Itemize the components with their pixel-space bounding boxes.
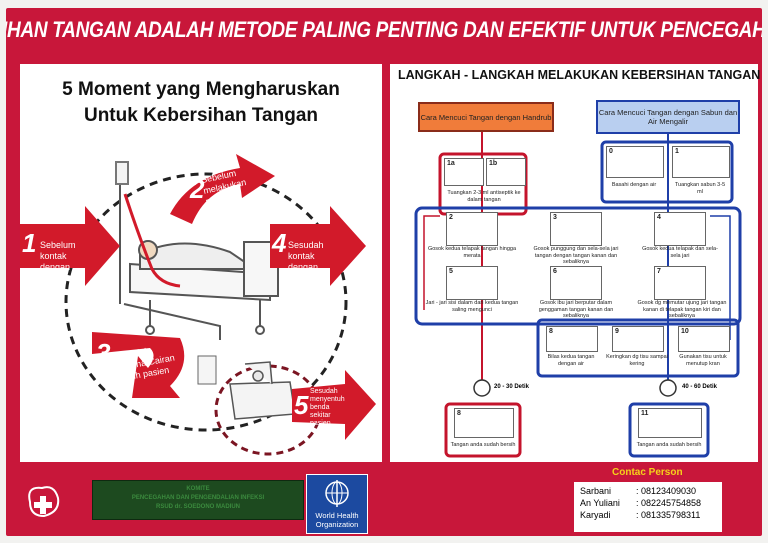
step-10-caption: Gunakan tisu untuk menutup kran (679, 354, 727, 367)
moment-5-number: 5 (294, 390, 309, 420)
footer: KOMITE PENCEGAHAN DAN PENGENDALIAN INFEK… (6, 468, 762, 536)
contact-row: Karyadi: 081335798311 (580, 510, 701, 520)
step-2-caption: Gosok kedua telapak tangan hingga merata (427, 246, 517, 259)
poster: KEBERSIHAN TANGAN ADALAH METODE PALING P… (6, 8, 762, 536)
moment-1-text: Sebelum kontak dengan pasien (40, 240, 76, 283)
banner-title: KEBERSIHAN TANGAN ADALAH METODE PALING P… (6, 18, 762, 43)
handwash-steps-panel: LANGKAH - LANGKAH MELAKUKAN KEBERSIHAN T… (390, 64, 761, 462)
moment-5-text: Sesudah menyentuh benda sekitar pasien (310, 388, 345, 427)
hospital-bed-icon (115, 161, 279, 340)
who-line-2: Organization (315, 520, 359, 529)
moment-4-number: 4 (272, 228, 287, 258)
final-step-left: 8 (454, 408, 514, 438)
moment-2-arrow (170, 154, 275, 224)
moment-2-number: 2 (190, 174, 205, 204)
step-1b: 1b (486, 158, 526, 186)
banner: KEBERSIHAN TANGAN ADALAH METODE PALING P… (6, 8, 762, 54)
moment-3-number: 3 (96, 338, 111, 368)
moment-3-arrow (92, 332, 185, 398)
step-10: 10 (678, 326, 730, 352)
step-0-caption: Basahi dengan air (611, 182, 657, 188)
committee-line-3: RSUD dr. SOEDONO MADIUN (155, 504, 240, 510)
soap-header: Cara Mencuci Tangan dengan Sabun dan Air… (596, 100, 740, 134)
who-logo: World Health Organization (306, 474, 368, 534)
who-line-1: World Health (315, 511, 359, 520)
contact-row: An Yuliani: 082245754858 (580, 498, 702, 508)
step-1b-caption: Tuangkan 2-3 ml antiseptik ke dalam tang… (447, 190, 521, 203)
step-7: 7 (654, 266, 706, 300)
step-3: 3 (550, 212, 602, 246)
moment-1-arrow (20, 206, 120, 286)
step-6-caption: Gosok ibu jari berputar dalam genggaman … (538, 300, 614, 319)
final-step-right: 11 (638, 408, 702, 438)
who-emblem-icon (325, 480, 349, 507)
final-step-left-caption: Tangan anda sudah bersih (450, 442, 516, 448)
committee-line-2: PENCEGAHAN DAN PENGENDALIAN INFEKSI (131, 495, 265, 501)
five-moments-title-1: 5 Moment yang Mengharuskan (62, 79, 340, 100)
step-4-caption: Gosok kedua telapak dan sela-sela jari (642, 246, 718, 259)
committee-line-1: KOMITE (186, 486, 210, 492)
contact-title: Contac Person (612, 467, 683, 478)
committee-box: KOMITE PENCEGAHAN DAN PENGENDALIAN INFEK… (92, 480, 304, 520)
five-moments-illustration (20, 154, 376, 456)
handrub-header: Cara Mencuci Tangan dengan Handrub (418, 102, 554, 132)
step-5-caption: Jari - jari sisi dalam dari kedua tangan… (425, 300, 519, 313)
bedside-furniture-icon (229, 361, 296, 420)
step-1a: 1a (444, 158, 484, 186)
step-7-caption: Gosok dg memutar ujung jari tangan kanan… (637, 300, 727, 319)
contact-box: Sarbani: 08123409030 An Yuliani: 0822457… (574, 482, 722, 532)
contact-row: Sarbani: 08123409030 (580, 486, 697, 496)
step-8-rinse: 8 (546, 326, 598, 352)
step-1: 1 (672, 146, 730, 178)
step-6: 6 (550, 266, 602, 300)
step-2: 2 (446, 212, 498, 246)
moment-1-number: 1 (22, 228, 37, 258)
soap-timer: 40 - 60 Detik (682, 384, 718, 390)
five-moments-title-2: Untuk Kebersihan Tangan (83, 105, 318, 126)
moment-4-text: Sesudah kontak dengan pasien (288, 240, 324, 283)
handrub-timer: 20 - 30 Detik (494, 384, 530, 390)
step-3-caption: Gosok punggung dan sela-sela jari tangan… (533, 246, 619, 265)
step-8-rinse-caption: Bilas kedua tangan dengan air (547, 354, 595, 367)
step-9: 9 (612, 326, 664, 352)
final-step-right-caption: Tangan anda sudah bersih (636, 442, 702, 448)
moment-4-arrow (270, 206, 366, 286)
hospital-logo-icon (28, 486, 60, 518)
step-1-caption: Tuangkan sabun 3-5 ml (674, 182, 726, 195)
moment-5-arrow (292, 370, 376, 440)
step-0: 0 (606, 146, 664, 178)
steps-title: LANGKAH - LANGKAH MELAKUKAN KEBERSIHAN T… (398, 68, 761, 82)
step-5: 5 (446, 266, 498, 300)
step-4: 4 (654, 212, 706, 246)
five-moments-panel: 5 Moment yang Mengharuskan Untuk Kebersi… (20, 64, 382, 462)
step-9-caption: Keringkan dg tisu sampai kering (606, 354, 668, 367)
